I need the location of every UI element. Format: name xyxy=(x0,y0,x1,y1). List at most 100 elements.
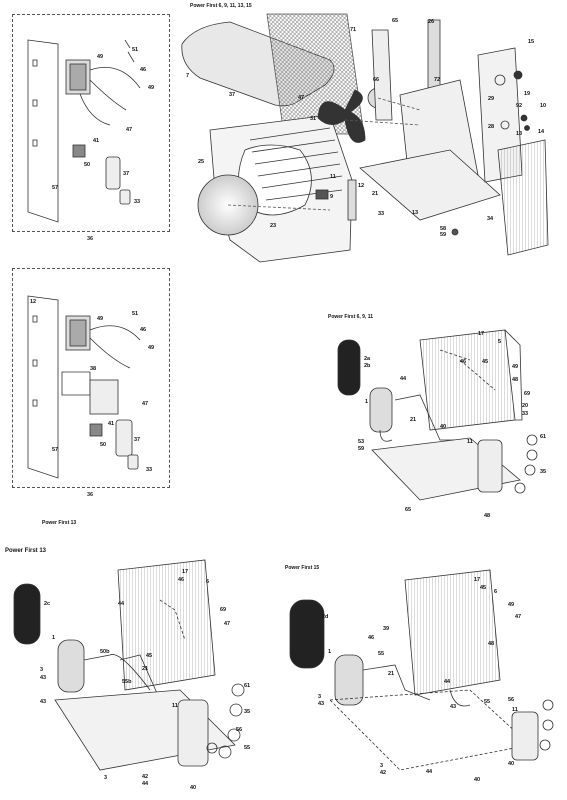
callout: 11 xyxy=(512,707,518,713)
callout: 6 xyxy=(494,589,498,595)
callout: 29 xyxy=(488,96,495,102)
callout: 31 xyxy=(310,116,317,122)
callout: 7 xyxy=(186,73,190,79)
callout: 35 xyxy=(244,709,251,715)
callout: 49 xyxy=(512,364,519,370)
callout: 72 xyxy=(434,77,441,83)
base-pan-21 xyxy=(359,149,501,221)
compressor-right xyxy=(334,654,364,706)
callout: 92 xyxy=(516,103,523,109)
callout: 55b xyxy=(122,679,132,685)
condenser-coil-right xyxy=(404,569,501,696)
callout: 33 xyxy=(146,467,153,473)
condenser-coil-left xyxy=(117,559,216,691)
title-left13a: Power First 13 xyxy=(42,520,77,526)
callout: 12 xyxy=(30,299,37,305)
bracket-38 xyxy=(61,371,91,396)
callout: 37 xyxy=(134,437,141,443)
callout: 43 xyxy=(318,701,325,707)
callout: 9 xyxy=(330,194,334,200)
callout: 61 xyxy=(244,683,251,689)
callout: 10 xyxy=(540,103,547,109)
callout: 13 xyxy=(412,210,419,216)
callout: 21 xyxy=(372,191,379,197)
callout: 23 xyxy=(270,223,277,229)
callout: 43 xyxy=(40,699,47,705)
callout: 33 xyxy=(522,411,529,417)
callout: 46 xyxy=(460,359,467,365)
callout: 49 xyxy=(508,602,515,608)
jacket-2c xyxy=(13,583,41,645)
box1-number: 36 xyxy=(87,236,94,242)
fittings-left xyxy=(206,683,245,759)
callout: 40 xyxy=(474,777,481,783)
callout: 42 xyxy=(142,774,149,780)
callout: 2b xyxy=(364,363,371,369)
callout: 47 xyxy=(515,614,522,620)
title-mid: Power First 6, 9, 11 xyxy=(328,314,374,320)
callout: 21 xyxy=(410,417,417,423)
callout: 44 xyxy=(142,781,149,787)
callout: 59 xyxy=(358,446,365,452)
bracket-12 xyxy=(347,179,357,221)
panel-plate-2 xyxy=(27,295,59,479)
panel-plate-1 xyxy=(27,39,59,223)
callout: 37 xyxy=(229,92,236,98)
compressor-mid xyxy=(369,387,393,433)
callout: 1 xyxy=(52,635,56,641)
callout: 3 xyxy=(318,694,322,700)
callout: 39 xyxy=(383,626,390,632)
callout: 49 xyxy=(97,54,104,60)
callout: 48 xyxy=(484,513,491,519)
callout: 43 xyxy=(40,675,47,681)
callout: 42 xyxy=(380,770,387,776)
callout: 48 xyxy=(488,641,495,647)
capacitor-37-1 xyxy=(105,156,121,190)
callout: 49 xyxy=(97,316,104,322)
fittings-right xyxy=(539,699,554,751)
callout: 11 xyxy=(172,703,178,709)
callout: 58 xyxy=(440,226,447,232)
callout: 3 xyxy=(104,775,108,781)
control-box-2 xyxy=(12,268,170,488)
callout: 46 xyxy=(368,635,375,641)
motor-bracket-65 xyxy=(371,29,393,121)
callout: 12 xyxy=(358,183,365,189)
relay-41-1 xyxy=(72,144,86,158)
callout: 55 xyxy=(378,651,385,657)
callout: 1 xyxy=(328,649,332,655)
module-38 xyxy=(89,379,119,415)
callout: 48 xyxy=(512,377,519,383)
callout: 50b xyxy=(100,649,110,655)
callout: 57 xyxy=(52,185,59,191)
valve-block-left xyxy=(177,699,209,767)
callout: 21 xyxy=(142,666,149,672)
callout: 15 xyxy=(528,39,535,45)
callout: 50 xyxy=(84,162,91,168)
callout: 44 xyxy=(426,769,433,775)
capacitor-33-2 xyxy=(127,454,139,470)
jacket-2d xyxy=(289,599,325,669)
callout: 69 xyxy=(524,391,531,397)
title-top: Power First 6, 9, 11, 13, 15 xyxy=(190,3,252,9)
callout: 46 xyxy=(140,327,147,333)
callout: 20 xyxy=(522,403,529,409)
callout: 53 xyxy=(358,439,365,445)
callout: 44 xyxy=(400,376,407,382)
callout: 26 xyxy=(428,19,435,25)
callout: 33 xyxy=(134,199,141,205)
callout: 47 xyxy=(298,95,305,101)
callout: 13 xyxy=(516,131,523,137)
callout: 3 xyxy=(380,763,384,769)
callout: 56 xyxy=(508,697,515,703)
jacket-2a xyxy=(337,339,361,396)
callout: 38 xyxy=(90,366,97,372)
box2-number: 36 xyxy=(87,492,94,498)
callout: 21 xyxy=(388,671,395,677)
callout: 65 xyxy=(392,18,399,24)
callout: 69 xyxy=(220,607,227,613)
callout: 17 xyxy=(474,577,481,583)
callout: 43 xyxy=(450,704,457,710)
callout: 11 xyxy=(467,439,473,445)
